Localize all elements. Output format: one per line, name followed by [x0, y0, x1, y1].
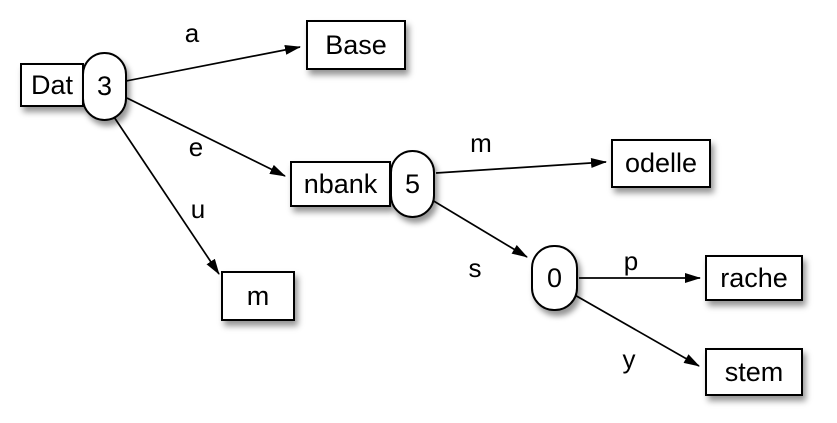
edge-label-s: s	[468, 253, 482, 283]
edge-label-u: u	[190, 194, 206, 224]
edge-label-a: a	[184, 18, 200, 48]
edge-e-line	[126, 97, 286, 177]
node-rache: rache	[705, 255, 803, 301]
edge-label-e: e	[188, 132, 204, 162]
node-dat: Dat	[20, 63, 84, 107]
node-odelle: odelle	[611, 139, 711, 188]
node-count-3: 3	[82, 52, 127, 121]
node-count-0: 0	[531, 245, 578, 311]
edge-s-line	[431, 199, 528, 258]
node-nbank: nbank	[290, 161, 391, 207]
edge-u-line	[111, 113, 220, 275]
edge-label-m: m	[470, 128, 492, 158]
node-base: Base	[306, 20, 406, 70]
node-m: m	[221, 271, 295, 321]
edge-m-line	[435, 157, 607, 174]
edge-a-line	[125, 44, 301, 82]
edge-label-y: y	[622, 344, 636, 374]
node-stem: stem	[705, 348, 803, 396]
node-count-5: 5	[390, 150, 435, 218]
edge-y-line	[572, 293, 700, 367]
edge-label-p: p	[623, 246, 639, 276]
